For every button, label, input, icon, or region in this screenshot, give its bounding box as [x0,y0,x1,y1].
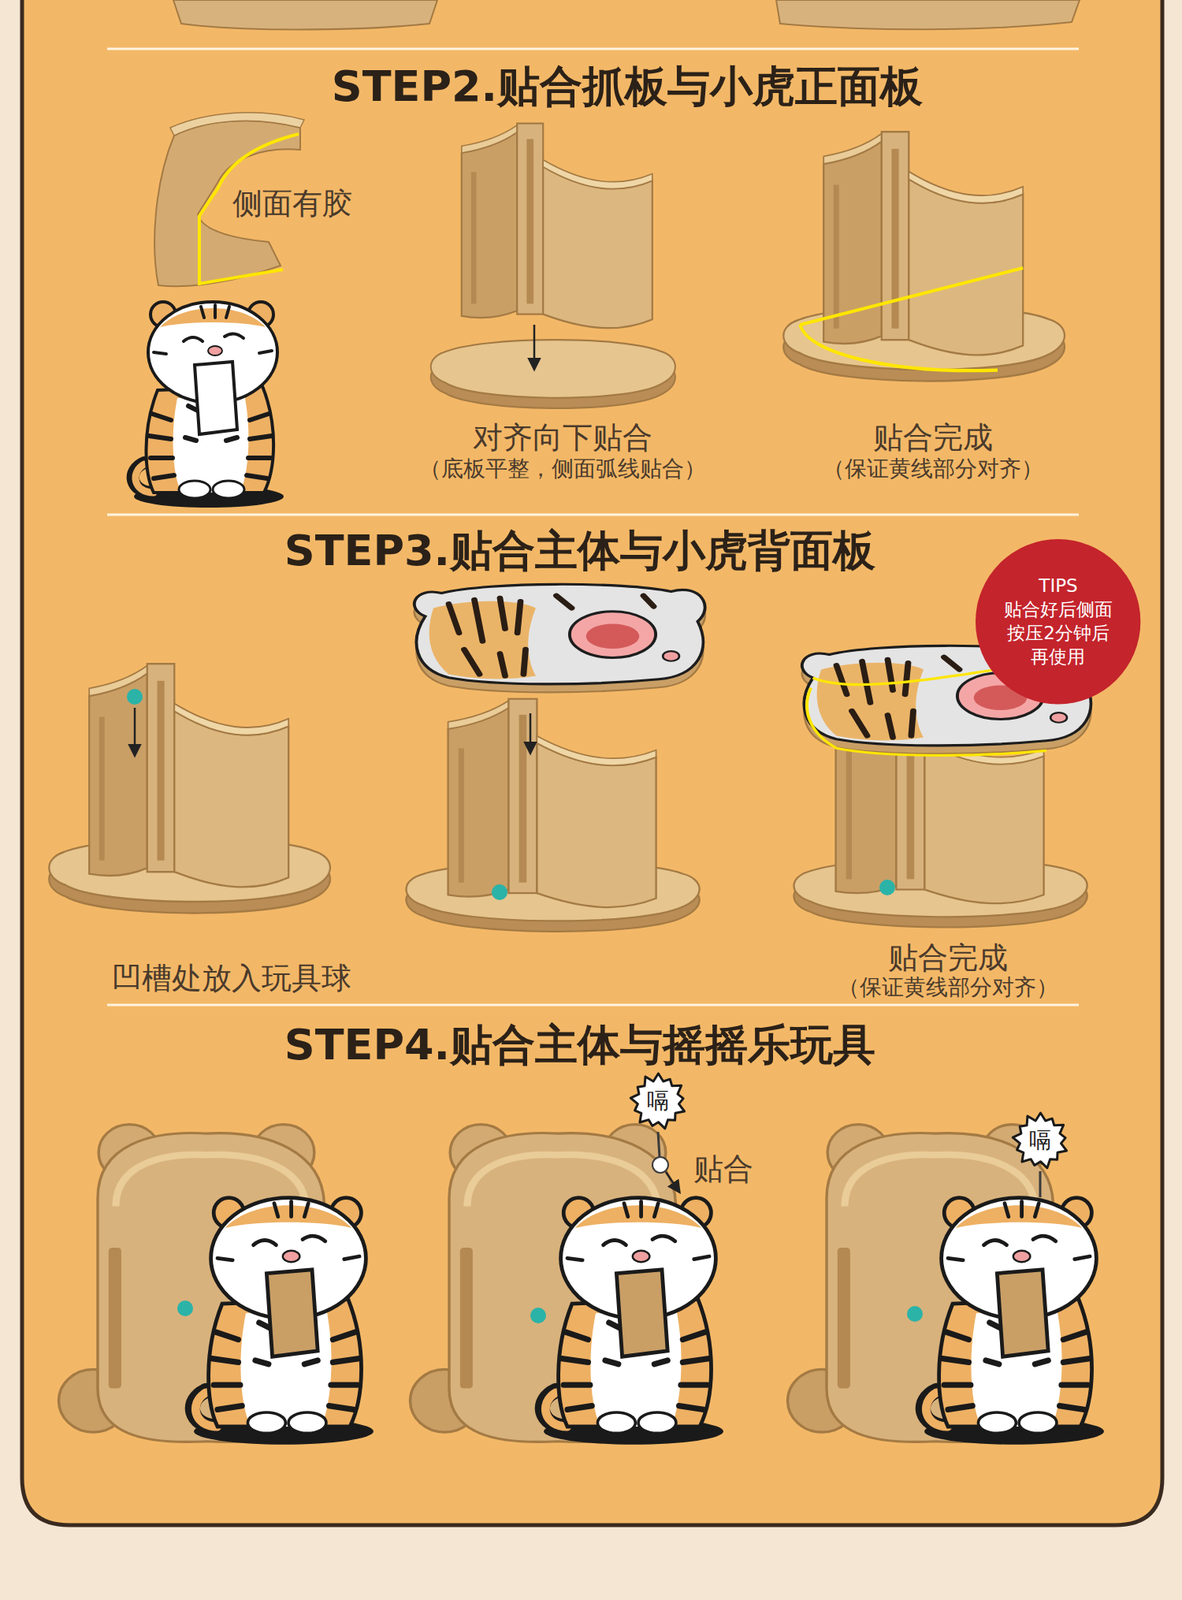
scratch-walls [461,123,653,329]
step-heading: STEP3.贴合主体与小虎背面板 [284,525,876,577]
spring-stalk [657,1131,660,1157]
tips-badge: TIPS贴合好后侧面 按压2分钟后 再使用 [975,538,1141,704]
tips-badge-outline [975,538,1141,704]
badge-circle [975,538,1141,704]
label-holder: STEP3.贴合主体与小虎背面板 [284,525,876,577]
assembled-body [448,698,657,907]
down-arrow [533,324,536,369]
step-caption: 凹槽处放入玩具球 [111,960,352,997]
base-plate [431,339,676,409]
separator-line [107,1003,1079,1007]
burp-sound: 嗝 [1029,1126,1052,1155]
step1-remains [173,0,438,30]
tips-text: 贴合好后侧面 按压2分钟后 再使用 [998,598,1119,670]
step-caption: 对齐向下贴合 [472,420,653,457]
step1-remains [173,0,1080,30]
tiger-front-board [542,1197,724,1445]
glue-note: 侧面有胶 [232,185,353,223]
assembled-body [799,267,1023,325]
spring-stalk [665,1171,680,1192]
tiger-front-board [133,301,284,508]
step1-remains [776,0,1080,30]
tiger-back-board [414,583,706,692]
assembled-body [783,131,1065,381]
scratch-board [170,112,305,136]
step-caption: 贴合完成 [873,420,993,457]
separator-line [107,48,1079,51]
assembled-body [405,698,699,932]
tips-heading: TIPS [998,574,1119,599]
step-note: （保证黄线部分对齐） [822,455,1044,483]
label-holder: STEP2.贴合抓板与小虎正面板 [331,61,923,113]
instruction-panel [22,0,1163,1525]
burst-bubble: 嗝 [1011,1111,1071,1171]
label-holder: （底板平整，侧面弧线贴合） [419,455,707,483]
spring-stalk [652,1131,1041,1197]
burp-sound: 嗝 [646,1086,670,1116]
label-holder: 侧面有胶 [232,185,353,223]
assembled-body [48,663,331,913]
label-holder: 贴合完成 [873,420,993,457]
label-holder: 凹槽处放入玩具球 [111,960,352,997]
spring-stalk [1039,1170,1042,1197]
label-holder: 贴合完成 [888,940,1008,977]
toy-ball [530,1307,547,1324]
assembled-body [89,663,289,887]
node-text-holder: 嗝 [1029,1126,1052,1155]
burst-outline [1012,1112,1067,1168]
toy-ball [906,1305,923,1322]
assembled-body [823,131,1023,355]
label-holder: 贴合 [693,1151,754,1188]
down-arrow [133,707,137,755]
attach-note: 贴合 [693,1151,754,1188]
toy-ball [491,884,508,900]
burst-outline [630,1073,684,1129]
label-holder: （保证黄线部分对齐） [837,973,1059,1001]
separator-line [107,513,1079,517]
node-text-holder: TIPS贴合好后侧面 按压2分钟后 再使用 [998,574,1119,670]
step-note: （保证黄线部分对齐） [837,973,1059,1001]
step-heading: STEP2.贴合抓板与小虎正面板 [331,61,923,113]
step-heading: STEP4.贴合主体与摇摇乐玩具 [284,1019,876,1071]
tiger-front-board [192,1197,374,1445]
label-holder: （保证黄线部分对齐） [822,455,1044,483]
spring-stalk [652,1156,669,1173]
step-caption: 贴合完成 [888,940,1008,977]
tiger-back-board [806,687,1047,756]
toy-ball [177,1300,194,1316]
down-arrow [529,713,532,753]
assembled-body [799,324,998,371]
toy-ball [879,879,896,896]
label-holder: 对齐向下贴合 [472,420,653,457]
burst-bubble: 嗝 [628,1071,688,1131]
node-text-holder: 嗝 [646,1086,670,1116]
label-holder: STEP4.贴合主体与摇摇乐玩具 [284,1019,876,1071]
step-note: （底板平整，侧面弧线贴合） [419,455,707,483]
toy-ball [126,688,143,705]
tiger-front-board [922,1197,1104,1445]
